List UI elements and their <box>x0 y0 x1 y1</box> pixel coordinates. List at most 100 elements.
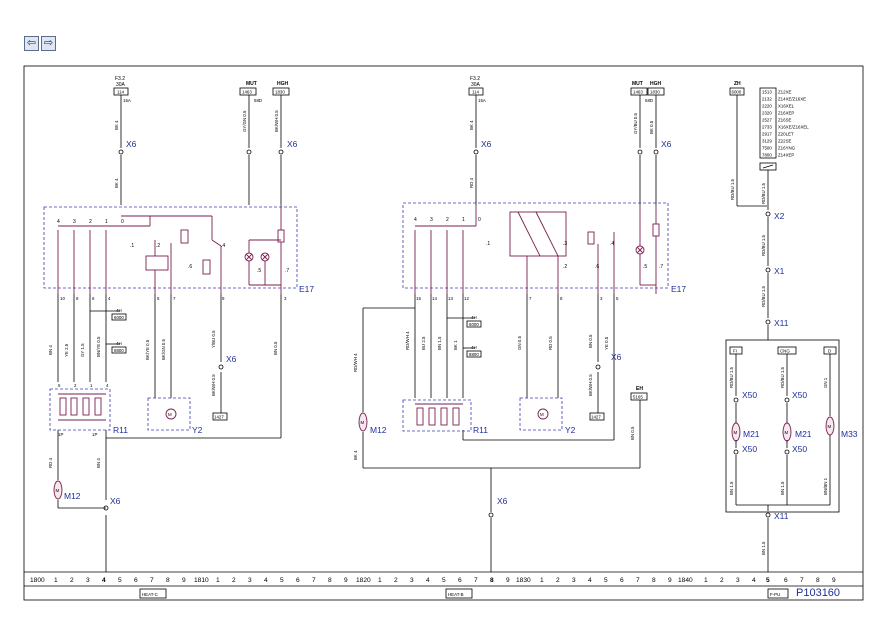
r11-resistor-pack-middle <box>402 399 472 432</box>
svg-text:4: 4 <box>426 577 430 584</box>
forward-button[interactable]: ⇨ <box>41 36 56 51</box>
svg-text:Z12XE: Z12XE <box>778 90 791 95</box>
svg-text:CNG: CNG <box>780 349 790 354</box>
back-button[interactable]: ⇦ <box>24 36 39 51</box>
svg-text:3129: 3129 <box>762 139 772 144</box>
svg-text:BN 1.5: BN 1.5 <box>761 541 766 555</box>
svg-text:BK/GN 0.5: BK/GN 0.5 <box>161 338 166 360</box>
svg-text:5: 5 <box>118 577 122 584</box>
svg-text:58D: 58D <box>645 98 653 103</box>
svg-text:2733: 2733 <box>762 125 772 130</box>
svg-text:1: 1 <box>216 577 220 584</box>
svg-text:X6: X6 <box>611 352 622 362</box>
svg-text:M: M <box>361 420 365 425</box>
svg-text:GY 1.5: GY 1.5 <box>80 343 85 357</box>
svg-text:9: 9 <box>832 577 836 584</box>
svg-text:X16XE/Z16XEL: X16XE/Z16XEL <box>778 125 809 130</box>
svg-text:ZH: ZH <box>734 81 741 87</box>
svg-text:M: M <box>734 430 738 435</box>
svg-text:RD/BU 1.5: RD/BU 1.5 <box>761 234 766 256</box>
f-pu-link[interactable] <box>767 588 789 599</box>
svg-text:3: 3 <box>73 219 76 225</box>
svg-text:BN 0.5: BN 0.5 <box>630 426 635 440</box>
svg-text:BN 1.5: BN 1.5 <box>437 336 442 350</box>
svg-text:M33: M33 <box>841 429 858 439</box>
svg-text:BN 0.5: BN 0.5 <box>588 334 593 348</box>
svg-text:BN/YE 0.5: BN/YE 0.5 <box>96 336 101 357</box>
svg-text:5: 5 <box>616 296 619 301</box>
svg-text:5: 5 <box>157 296 160 301</box>
svg-text:X50: X50 <box>742 390 757 400</box>
svg-text:5: 5 <box>280 577 284 584</box>
r11-resistor-pack <box>49 388 111 431</box>
svg-text:.4: .4 <box>221 243 225 249</box>
svg-text:114: 114 <box>117 90 125 95</box>
svg-text:114: 114 <box>472 90 480 95</box>
x6-connector-label: X6 <box>126 139 137 149</box>
svg-text:1820: 1820 <box>356 577 371 584</box>
svg-text:BU 2.5: BU 2.5 <box>421 336 426 350</box>
svg-text:6000: 6000 <box>469 322 479 327</box>
svg-text:4: 4 <box>108 296 111 301</box>
svg-text:7: 7 <box>636 577 640 584</box>
svg-text:1463: 1463 <box>633 90 643 95</box>
svg-text:2132: 2132 <box>762 97 772 102</box>
svg-text:7: 7 <box>474 577 478 584</box>
svg-text:Y2: Y2 <box>192 425 203 435</box>
svg-text:E17: E17 <box>671 284 686 294</box>
svg-text:1810: 1810 <box>194 577 209 584</box>
svg-text:3: 3 <box>284 296 287 301</box>
svg-text:RD/BU 1.5: RD/BU 1.5 <box>761 182 766 204</box>
svg-text:F3.2: F3.2 <box>470 76 480 82</box>
svg-text:1: 1 <box>378 577 382 584</box>
svg-text:HEAT-C: HEAT-C <box>142 592 158 597</box>
svg-text:X11: X11 <box>774 511 789 521</box>
svg-text:Y2: Y2 <box>565 425 576 435</box>
svg-text:BN/BN 1: BN/BN 1 <box>823 477 828 495</box>
svg-text:1513: 1513 <box>762 90 772 95</box>
svg-text:2: 2 <box>74 383 77 388</box>
svg-text:RD 4: RD 4 <box>48 457 53 468</box>
svg-text:3: 3 <box>430 217 433 223</box>
svg-text:BN 1.5: BN 1.5 <box>729 481 734 495</box>
svg-text:4: 4 <box>414 217 417 223</box>
svg-text:R11: R11 <box>473 425 488 435</box>
svg-text:M: M <box>785 430 789 435</box>
svg-text:13: 13 <box>448 296 453 301</box>
svg-text:X11: X11 <box>774 318 789 328</box>
svg-text:M: M <box>56 488 60 493</box>
svg-text:5: 5 <box>442 577 446 584</box>
svg-text:4H: 4H <box>116 341 122 346</box>
e17-control-unit <box>43 206 298 289</box>
svg-text:4: 4 <box>752 577 756 584</box>
svg-text:BK/WH 0.5: BK/WH 0.5 <box>274 110 279 132</box>
heat-c-link[interactable] <box>139 588 167 599</box>
svg-text:4: 4 <box>57 219 60 225</box>
svg-text:1427: 1427 <box>214 415 224 420</box>
svg-text:2: 2 <box>394 577 398 584</box>
svg-text:RD/WH 4: RD/WH 4 <box>405 331 410 350</box>
svg-text:9: 9 <box>668 577 672 584</box>
svg-text:9: 9 <box>344 577 348 584</box>
svg-text:6: 6 <box>458 577 462 584</box>
left-circuit: F3.2 30A 114 15A BK 4 X6 BK 4 MUT 1463 5… <box>43 76 314 572</box>
svg-text:M: M <box>168 412 172 417</box>
svg-text:1: 1 <box>90 383 93 388</box>
svg-text:BN 1.5: BN 1.5 <box>780 481 785 495</box>
svg-text:X6: X6 <box>481 139 492 149</box>
diagram-id: P103160 <box>796 587 840 599</box>
svg-text:RD/BU 1.5: RD/BU 1.5 <box>761 285 766 307</box>
svg-text:BK/WH 0.5: BK/WH 0.5 <box>588 374 593 396</box>
svg-text:1P: 1P <box>92 432 97 437</box>
svg-text:M12: M12 <box>370 425 387 435</box>
svg-text:2: 2 <box>720 577 724 584</box>
svg-text:8: 8 <box>166 577 170 584</box>
svg-text:58D: 58D <box>254 98 262 103</box>
svg-text:.6: .6 <box>595 264 599 270</box>
svg-text:5: 5 <box>766 577 770 584</box>
svg-text:7: 7 <box>150 577 154 584</box>
heat-b-link[interactable] <box>445 588 473 599</box>
svg-text:9: 9 <box>222 296 225 301</box>
svg-text:X6: X6 <box>226 354 237 364</box>
